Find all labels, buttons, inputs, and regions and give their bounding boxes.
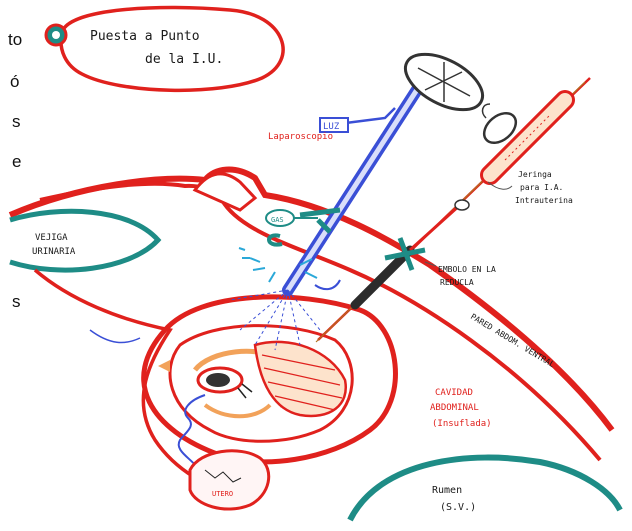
label-laparoscopio: Laparoscopio [268, 132, 333, 142]
edge-text-4: s [12, 292, 21, 312]
cavity-detail [90, 330, 140, 343]
label-cavidad-2: ABDOMINAL [430, 403, 479, 413]
label-jeringa-2: para I.A. [520, 183, 563, 192]
label-vejiga-line: VEJIGA [35, 233, 68, 243]
title-line1: Puesta a Punto [90, 29, 200, 44]
bladder: VEJIGA URINARIA [10, 211, 158, 270]
edge-text-0: to [8, 30, 22, 50]
label-embolo-2: REDUCLA [440, 278, 474, 287]
edge-text-2: s [12, 112, 21, 132]
uterus [144, 297, 396, 466]
label-cavidad: CAVIDAD [435, 388, 473, 398]
label-utero: UTERO [212, 490, 233, 498]
title-bubble: Puesta a Punto de la I.U. [46, 8, 283, 91]
rumen-outline [350, 458, 620, 520]
cervix: UTERO [190, 451, 269, 509]
label-rumen: Rumen [432, 485, 462, 496]
label-jeringa-3: Intrauterina [515, 196, 573, 205]
label-vejiga: URINARIA [32, 247, 76, 257]
edge-text-1: ó [10, 72, 19, 92]
label-luz: LUZ [323, 122, 340, 132]
label-cavidad-3: (Insuflada) [432, 419, 492, 429]
syringe [316, 78, 590, 342]
edge-text-3: e [12, 152, 21, 172]
label-jeringa-1: Jeringa [518, 170, 552, 179]
flow-arrow-icon [158, 360, 170, 372]
label-rumen-sv: (S.V.) [440, 502, 476, 513]
title-line2: de la I.U. [145, 52, 223, 67]
label-pared: PARED ABDOM. VENTRAL [469, 312, 556, 369]
label-gas: GAS [271, 216, 284, 224]
label-embolo-1: EMBOLO EN LA [438, 265, 496, 274]
